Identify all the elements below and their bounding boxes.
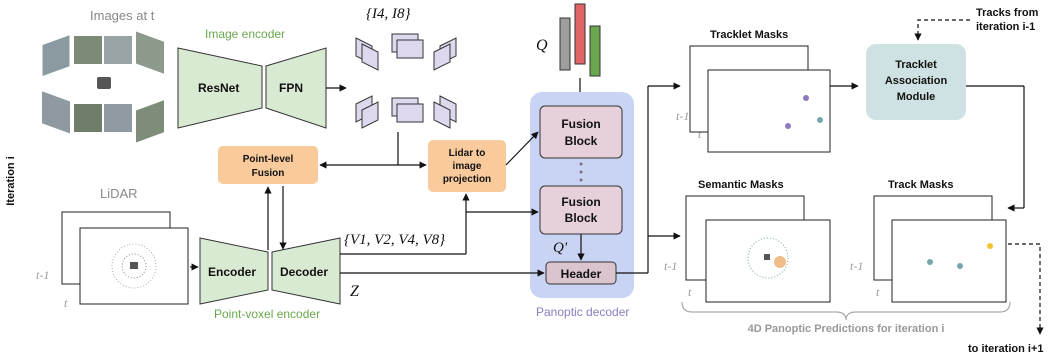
to-next-label: to iteration i+1 [968,343,1044,355]
tracklet-t: t [698,127,702,141]
image-encoder-label: Image encoder [205,27,285,41]
lidar-scans [61,211,189,305]
panoptic-decoder-label: Panoptic decoder [536,305,629,319]
track-t-minus-1: t-1 [850,259,863,273]
feature-maps [355,33,457,129]
resnet-block [177,47,263,129]
point-level-fusion-line1: Point-level [243,154,294,165]
header-label: Header [561,267,602,281]
point-voxel-encoder-label: Point-voxel encoder [214,307,320,321]
semantic-mask-frames [685,195,831,303]
tracklet-mask-frames [689,45,831,153]
lidar-projection-line1: Lidar to [449,148,486,159]
tracklet-association-line1: Tracklet [895,59,937,71]
camera-images [41,31,164,143]
lidar-t: t [64,296,68,310]
tracklet-association-line3: Module [897,91,936,103]
ellipsis-dots [579,162,583,182]
encoder-label: Encoder [208,265,256,279]
fpn-block [265,47,327,129]
iteration-label: Iteration i [5,156,17,206]
decoder-label: Decoder [280,265,328,279]
fusion-block-1-line2: Block [565,134,598,148]
tracks-from-line1: Tracks from [976,7,1039,19]
predictions-brace [681,301,1011,321]
lidar-projection-line2: image [453,161,482,172]
v-set-label: {V1, V2, V4, V8} [344,232,445,248]
fusion-block-2-line2: Block [565,211,598,225]
tracks-from-line2: iteration i-1 [976,21,1035,33]
point-level-fusion-block [218,146,318,184]
feature-set-label: {I4, I8} [366,6,411,22]
fusion-block-1 [539,105,623,159]
semantic-t: t [688,285,692,299]
lidar-projection-block [428,140,506,192]
tracklet-masks-title: Tracklet Masks [710,29,788,41]
tracklet-association-line2: Association [885,75,948,87]
point-level-fusion-line2: Fusion [252,168,285,179]
query-bar-red [574,3,586,65]
track-mask-frames [873,195,1007,303]
fusion-block-2-line1: Fusion [561,195,600,209]
fusion-block-1-line1: Fusion [561,117,600,131]
images-caption: Images at t [90,8,155,23]
z-label: Z [350,283,360,300]
semantic-t-minus-1: t-1 [664,259,677,273]
track-masks-title: Track Masks [888,179,953,191]
fpn-label: FPN [279,81,303,95]
tracklet-association-block [866,44,966,120]
predictions-caption: 4D Panoptic Predictions for iteration i [748,323,945,335]
q-label: Q [536,37,548,54]
lidar-t-minus-1: t-1 [36,268,49,282]
encoder-block [199,237,269,305]
lidar-label: LiDAR [100,186,138,201]
fusion-block-2 [539,185,623,235]
decoder-block [271,237,341,305]
semantic-masks-title: Semantic Masks [698,179,784,191]
resnet-label: ResNet [198,81,239,95]
tracklet-t-minus-1: t-1 [676,109,689,123]
track-t: t [876,285,880,299]
q-prime-label: Q' [553,240,568,256]
query-bar-green [589,25,601,77]
query-bar-gray [559,17,571,71]
lidar-projection-line3: projection [443,174,491,185]
